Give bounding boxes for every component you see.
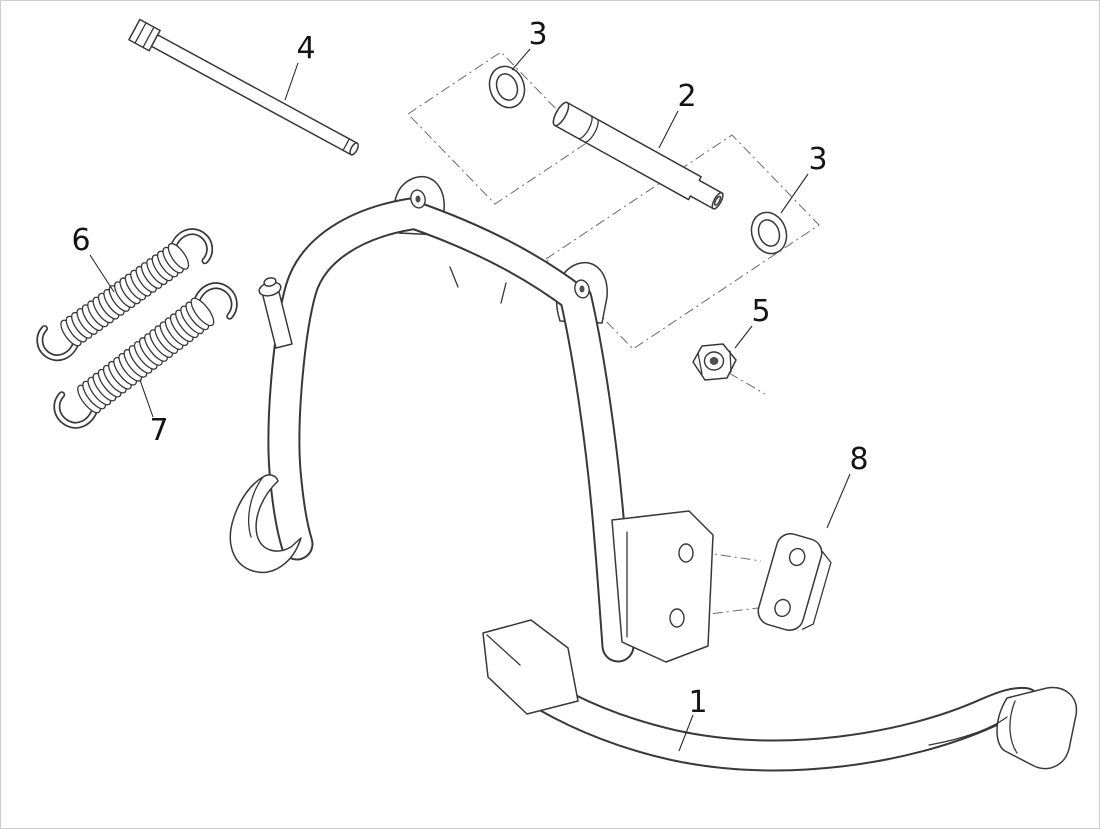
part-washer-lower — [750, 211, 788, 255]
guide-line-nut — [728, 372, 766, 395]
guide-plane-upper — [407, 51, 589, 205]
pin-bore — [713, 195, 722, 206]
leader-5 — [734, 325, 753, 349]
nut-bore — [709, 357, 719, 365]
part-pivot-pin — [552, 101, 724, 210]
part-spring-upper — [36, 228, 214, 362]
callout-label-2: 2 — [677, 79, 696, 114]
bolt-head-facet — [142, 26, 155, 49]
bolt-head-facet — [134, 22, 147, 44]
bolt-tip — [349, 142, 359, 156]
cross-tube-shading — [928, 716, 1008, 746]
plate-hole-top — [678, 543, 694, 563]
block-hole-top — [788, 547, 806, 567]
weld-marks — [449, 266, 507, 304]
leader-3-lower — [780, 173, 809, 214]
callouts: 1 2 3 3 4 5 6 7 8 — [71, 17, 869, 752]
washer-inner — [495, 73, 519, 101]
block-depth-edges — [801, 551, 832, 630]
callout-label-8: 8 — [849, 442, 868, 477]
right-foot-paddle — [996, 686, 1078, 770]
leader-1 — [678, 714, 694, 752]
pin-end-cap — [552, 101, 570, 127]
pin-band — [577, 115, 593, 140]
spring-coils — [60, 242, 190, 347]
nut-facets — [697, 350, 732, 375]
guide-line-bracket-bottom — [692, 607, 759, 617]
callout-label-3-lower: 3 — [808, 142, 827, 177]
callout-label-7: 7 — [149, 413, 168, 448]
part-center-stand — [229, 175, 1078, 772]
part-hex-nut — [692, 343, 737, 381]
pin-band — [583, 118, 599, 143]
block-hole-bottom — [774, 598, 791, 618]
bolt-head — [128, 18, 161, 52]
callout-label-5: 5 — [751, 294, 770, 329]
callout-label-6: 6 — [71, 223, 90, 258]
leader-7 — [139, 379, 154, 418]
leader-4 — [284, 62, 299, 101]
part-hex-bolt — [128, 18, 359, 156]
bolt-shaft — [150, 34, 358, 156]
washer-inner — [757, 219, 781, 247]
pin-body — [552, 101, 724, 210]
anchor-pin-knob — [263, 277, 277, 287]
part-mounting-block — [757, 533, 832, 631]
part-washer-upper — [488, 65, 526, 109]
leader-2 — [658, 110, 679, 149]
bolt-tip-bevel — [342, 138, 350, 151]
cross-tube-left-end — [482, 619, 579, 715]
plate-hole-bottom — [669, 608, 685, 628]
part-spring-lower — [53, 282, 238, 429]
spring-coils — [77, 297, 215, 414]
leader-3-upper — [511, 48, 531, 71]
callout-label-1: 1 — [688, 685, 707, 720]
leader-8 — [826, 473, 851, 529]
leader-6 — [89, 254, 115, 293]
block-face — [757, 533, 823, 631]
callout-label-4: 4 — [296, 31, 315, 66]
callout-label-3-upper: 3 — [528, 17, 547, 52]
